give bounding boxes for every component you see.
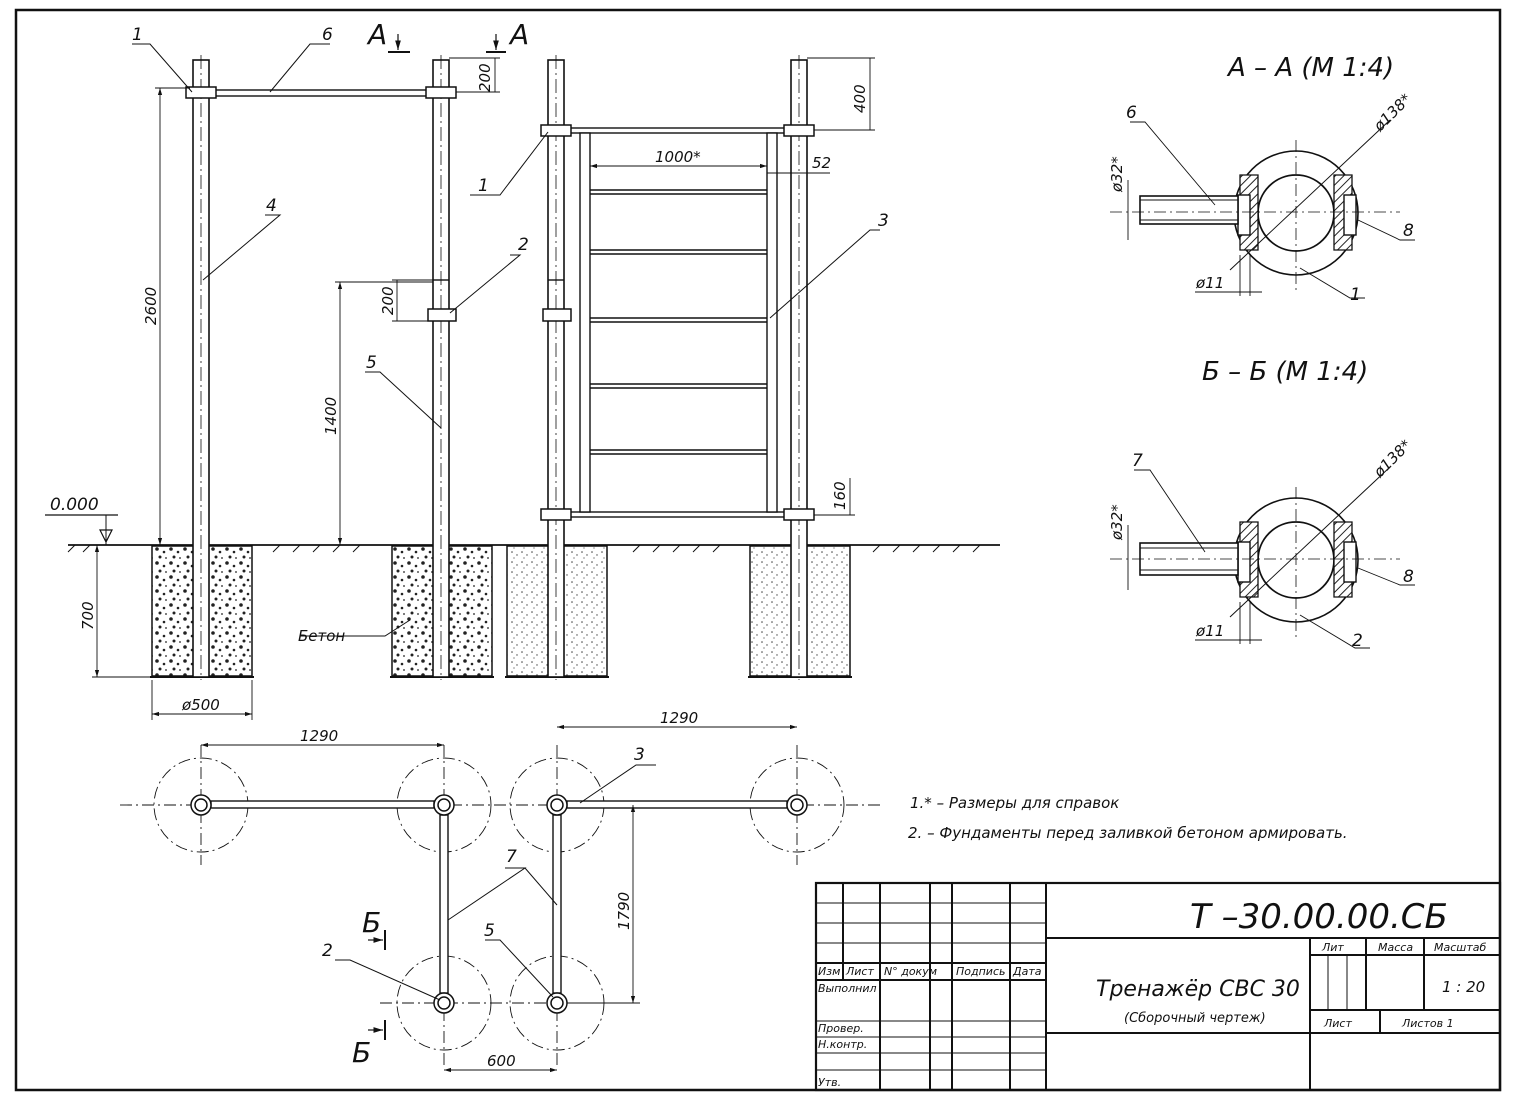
tb-scale: 1 : 20	[1442, 978, 1485, 996]
label-1-top: 1	[132, 25, 143, 45]
tb-masshtab: Масштаб	[1434, 941, 1486, 954]
dim-1400: 1400	[322, 397, 340, 435]
section-a-right: A	[508, 18, 529, 51]
bb-label-8: 8	[1403, 567, 1414, 587]
ladder-rail-left	[579, 132, 591, 513]
clamp-2a	[427, 308, 457, 322]
title-block	[814, 881, 1502, 1092]
tb-row-prover: Провер.	[818, 1022, 864, 1035]
plan-label-2: 2	[322, 941, 333, 961]
plan-label-5: 5	[484, 921, 495, 941]
clamp-1b	[425, 86, 457, 99]
label-5: 5	[366, 353, 377, 373]
dim-160: 160	[831, 481, 849, 510]
label-1-ladder: 1	[478, 176, 489, 196]
bb-label-7: 7	[1132, 451, 1143, 471]
tb-list: Лист	[1323, 1017, 1352, 1030]
aa-label-6: 6	[1126, 103, 1137, 123]
ladder-bottom-bar	[563, 511, 792, 518]
tb-col-ndoc: N° докум	[884, 965, 937, 978]
aa-phi32: ø32*	[1108, 156, 1126, 193]
ladder-rungs	[590, 189, 767, 455]
label-2: 2	[518, 235, 529, 255]
aa-phi11: ø11	[1195, 274, 1224, 292]
clamp-2b	[542, 308, 572, 322]
elevation-view	[45, 34, 1000, 720]
dim-phi500: ø500	[181, 696, 220, 714]
dim-1000: 1000*	[655, 148, 701, 166]
title-block-text: Изм Лист N° докум Подпись Дата Выполнил …	[818, 897, 1486, 1089]
section-b-bottom: Б	[352, 1036, 371, 1069]
doc-code: Т –30.00.00.СБ	[1190, 897, 1448, 937]
bb-label-2: 2	[1352, 631, 1363, 651]
dim-1790: 1790	[615, 892, 633, 930]
tb-row-vypolnil: Выполнил	[818, 982, 877, 995]
tb-massa: Масса	[1378, 941, 1413, 954]
clamp-1d	[783, 124, 815, 137]
sheet-frame	[14, 8, 1502, 1092]
section-a-left: A	[366, 18, 387, 51]
tb-col-data: Дата	[1012, 965, 1042, 978]
dim-200-top: 200	[476, 63, 494, 92]
dim-2600: 2600	[142, 287, 160, 325]
plan-label-3: 3	[634, 745, 645, 765]
clamp-1f	[783, 508, 815, 521]
clamp-1e	[540, 508, 572, 521]
bb-phi138: ø138*	[1369, 436, 1415, 482]
section-aa-title: А – А (М 1:4)	[1226, 53, 1394, 83]
dim-1290-right: 1290	[660, 709, 698, 727]
drawing-type: (Сборочный чертеж)	[1124, 1011, 1266, 1026]
tb-listov: Листов 1	[1401, 1017, 1454, 1030]
tb-col-izm: Изм	[818, 965, 840, 978]
product-name: Тренажёр СВС 30	[1096, 977, 1300, 1002]
dim-400: 400	[851, 84, 869, 113]
tb-col-podp: Подпись	[956, 965, 1005, 978]
clamp-1a	[185, 86, 217, 99]
aa-label-1: 1	[1350, 285, 1361, 305]
pullup-bar	[208, 89, 434, 97]
clamp-1c	[540, 124, 572, 137]
tb-row-utv: Утв.	[818, 1076, 841, 1089]
concrete-label: Бетон	[298, 627, 345, 645]
bb-phi11: ø11	[1195, 622, 1224, 640]
label-3: 3	[878, 211, 889, 231]
dim-1290-left: 1290	[300, 727, 338, 745]
elevation-labels: 1 6 4 1 2 5 3 A A 0.000 Бетон 2600 200 4…	[50, 18, 889, 714]
section-bb	[1110, 466, 1415, 649]
note-1: 1.* – Размеры для справок	[910, 794, 1119, 812]
section-bb-title: Б – Б (М 1:4)	[1202, 357, 1368, 387]
label-4: 4	[266, 196, 277, 216]
dim-600: 600	[487, 1052, 516, 1070]
section-b-top: Б	[362, 906, 381, 939]
plan-label-7: 7	[506, 847, 517, 867]
ladder-rail-right	[766, 132, 778, 513]
dim-52: 52	[812, 154, 831, 172]
aa-label-8: 8	[1403, 221, 1414, 241]
ladder-top-bar	[563, 127, 792, 134]
note-2: 2. – Фундаменты перед заливкой бетоном а…	[908, 824, 1348, 842]
tb-lit: Лит	[1321, 941, 1344, 954]
label-6: 6	[322, 25, 333, 45]
notes: 1.* – Размеры для справок 2. – Фундамент…	[908, 794, 1348, 842]
section-aa	[1110, 119, 1415, 299]
dim-200-mid: 200	[379, 286, 397, 315]
bb-phi32: ø32*	[1108, 504, 1126, 541]
tb-col-list: Лист	[845, 965, 874, 978]
aa-phi138: ø138*	[1369, 90, 1415, 136]
tb-row-nkontr: Н.контр.	[818, 1038, 867, 1051]
dim-700: 700	[79, 601, 97, 630]
ground-level: 0.000	[50, 495, 99, 515]
plan-view	[120, 724, 880, 1073]
plan-labels: 1290 1290 1790 600 3 7 2 5 Б Б	[300, 709, 698, 1070]
